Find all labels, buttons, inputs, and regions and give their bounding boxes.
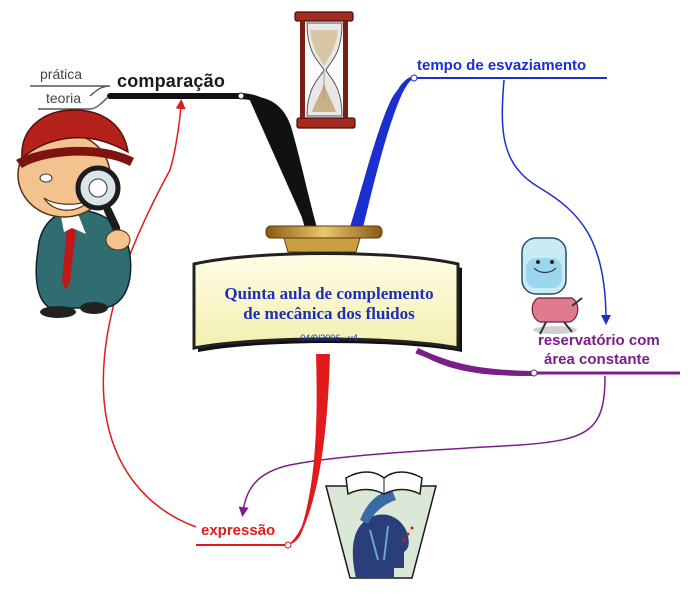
hourglass-icon: [294, 11, 356, 129]
node-expressao[interactable]: expressão: [201, 522, 276, 539]
reservatorio-branch: [238, 348, 680, 517]
node-pratica[interactable]: prática: [40, 66, 83, 82]
central-title-line2: de mecânica dos fluidos: [243, 304, 415, 323]
node-reservatorio-line1[interactable]: reservatório com: [538, 332, 660, 349]
node-teoria[interactable]: teoria: [46, 90, 82, 106]
thinking-head-book-icon: [325, 471, 437, 579]
fishbowl-character-icon: [521, 237, 583, 335]
expressao-branch: [102, 99, 330, 549]
tempo-branch: [346, 74, 611, 325]
central-node[interactable]: [192, 252, 462, 353]
central-title-line1: Quinta aula de complemento: [224, 284, 434, 303]
central-node-cap: [265, 225, 383, 253]
central-date: 04/9/2006 - v4: [300, 333, 358, 343]
detective-magnifier-icon: [16, 109, 134, 318]
comparacao-branch: [30, 85, 320, 243]
node-tempo-de-esvaziamento[interactable]: tempo de esvaziamento: [417, 57, 587, 74]
node-reservatorio-line2[interactable]: área constante: [544, 351, 650, 368]
node-comparacao[interactable]: comparação: [117, 71, 226, 91]
